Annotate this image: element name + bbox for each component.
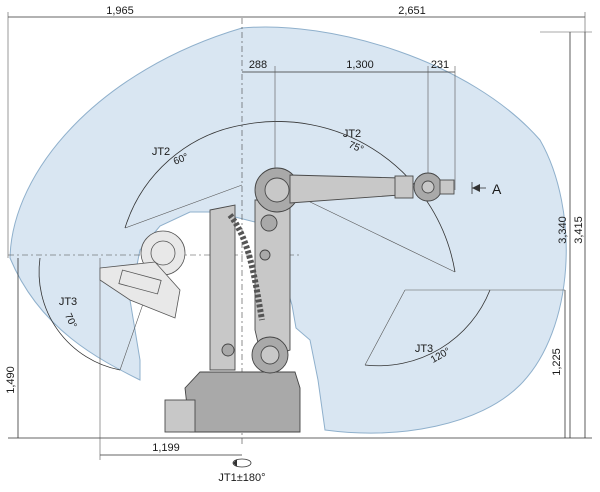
jt3-right-label: JT3 <box>415 343 433 355</box>
dim-1199: 1,199 <box>152 442 180 454</box>
jt2-right-arc <box>241 121 456 273</box>
jt3-right-ray <box>364 289 406 366</box>
dim-231: 231 <box>431 59 449 71</box>
jt3-right-arc <box>364 289 491 367</box>
jt1-label: JT1±180° <box>218 472 265 484</box>
dim-right-reach: 2,651 <box>398 5 426 17</box>
dim-1300: 1,300 <box>346 59 374 71</box>
jt2-right-angle: 75° <box>347 140 365 156</box>
jt2-right-label: JT2 <box>343 128 361 140</box>
dim-3415: 3,415 <box>573 216 585 244</box>
view-a-arrowhead <box>472 184 480 192</box>
dim-288: 288 <box>249 59 267 71</box>
jt2-left-angle: 60° <box>172 152 190 168</box>
jt2-left-ray <box>124 184 243 229</box>
jt3-left-label: JT3 <box>59 296 77 308</box>
jt3-left-arc <box>38 257 121 371</box>
robot-body <box>164 167 455 433</box>
dim-3340: 3,340 <box>557 216 569 244</box>
robot-ghost-arm <box>99 230 186 319</box>
dim-1225: 1,225 <box>551 348 563 376</box>
dim-left-reach: 1,965 <box>106 5 134 17</box>
view-a-label: A <box>492 181 502 197</box>
jt1-rotation-icon <box>232 458 252 468</box>
jt2-left-arc <box>124 124 243 229</box>
jt2-left-label: JT2 <box>152 146 170 158</box>
dim-1490: 1,490 <box>5 366 17 394</box>
